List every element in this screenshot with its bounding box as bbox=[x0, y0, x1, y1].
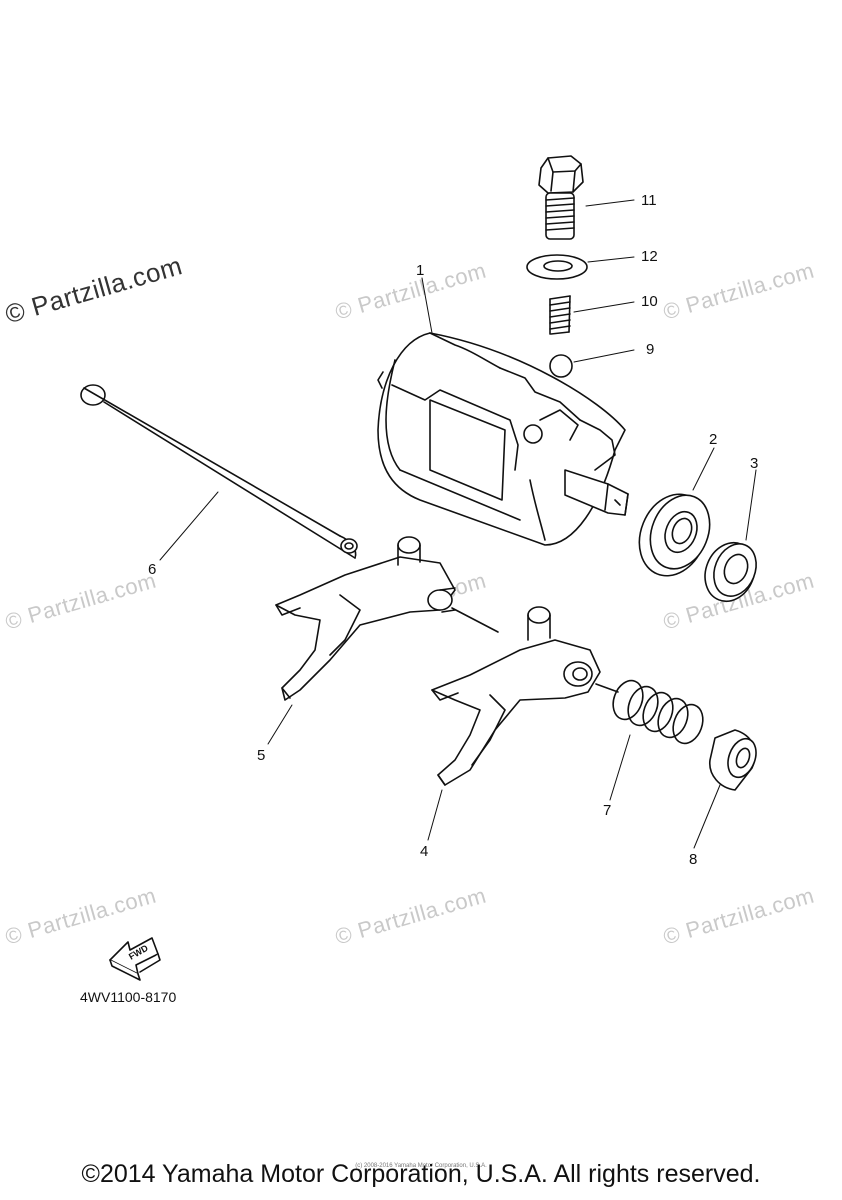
ball-part bbox=[549, 354, 573, 378]
callout-8: 8 bbox=[689, 851, 697, 868]
collar-part bbox=[709, 729, 757, 791]
callout-7: 7 bbox=[603, 802, 611, 819]
callout-9: 9 bbox=[646, 341, 654, 358]
fwd-arrow-icon bbox=[109, 937, 161, 981]
small-spring-part bbox=[549, 295, 571, 335]
shift-fork-5-part bbox=[275, 536, 499, 701]
callout-1: 1 bbox=[416, 262, 424, 279]
callout-4: 4 bbox=[420, 843, 428, 860]
callout-3: 3 bbox=[750, 455, 758, 472]
fork-spring-part bbox=[595, 679, 704, 745]
guide-bar-part bbox=[80, 384, 358, 559]
shift-drum-part bbox=[377, 332, 629, 546]
callout-2: 2 bbox=[709, 431, 717, 448]
bearing-large-part bbox=[638, 493, 711, 577]
callout-11: 11 bbox=[641, 192, 657, 209]
diagram-code: 4WV1100-8170 bbox=[80, 989, 177, 1005]
callout-12: 12 bbox=[641, 248, 658, 265]
washer-part bbox=[526, 254, 588, 280]
copyright-footer: ©2014 Yamaha Motor Corporation, U.S.A. A… bbox=[81, 1160, 761, 1188]
callout-6: 6 bbox=[148, 561, 156, 578]
callout-5: 5 bbox=[257, 747, 265, 764]
small-notice: (c) 2008-2016 Yamaha Motor Corporation, … bbox=[355, 1163, 487, 1169]
shift-fork-4-part bbox=[431, 606, 601, 786]
bearing-small-part bbox=[704, 541, 757, 603]
bolt-part bbox=[538, 155, 584, 240]
callout-10: 10 bbox=[641, 293, 658, 310]
